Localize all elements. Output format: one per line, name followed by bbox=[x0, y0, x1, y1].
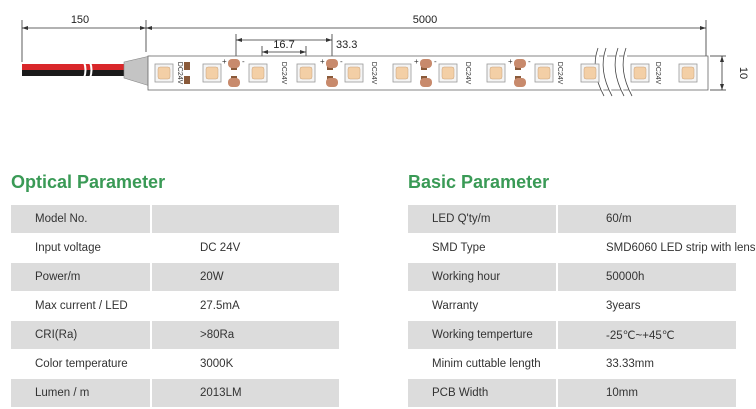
row-value: 2013LM bbox=[150, 378, 339, 408]
led-phosphor bbox=[205, 66, 219, 80]
connector-sleeve bbox=[123, 55, 151, 87]
led-phosphor bbox=[537, 66, 551, 80]
led-phosphor bbox=[157, 66, 171, 80]
solder-pad bbox=[228, 78, 240, 87]
row-label: Model No. bbox=[11, 205, 151, 234]
row-label: Color temperature bbox=[11, 349, 151, 379]
led-phosphor bbox=[299, 66, 313, 80]
polarity-minus: - bbox=[434, 57, 437, 66]
voltage-mark: DC24V bbox=[556, 62, 563, 85]
row-value bbox=[150, 205, 339, 234]
voltage-mark: DC24V bbox=[176, 62, 183, 85]
polarity-plus: + bbox=[320, 57, 325, 66]
row-label: Lumen / m bbox=[11, 378, 151, 408]
row-value: SMD6060 LED strip with lens bbox=[556, 233, 756, 263]
resistor bbox=[184, 76, 190, 84]
row-value: 20W bbox=[150, 262, 339, 292]
polarity-minus: - bbox=[340, 57, 343, 66]
polarity-plus: + bbox=[414, 57, 419, 66]
voltage-mark: DC24V bbox=[654, 62, 661, 85]
row-label: CRI(Ra) bbox=[11, 320, 151, 350]
row-label: Working temperture bbox=[408, 320, 557, 350]
row-label: SMD Type bbox=[408, 233, 557, 263]
red-wire bbox=[22, 64, 134, 70]
solder-pad bbox=[420, 59, 432, 68]
row-label: Max current / LED bbox=[11, 291, 151, 321]
led-phosphor bbox=[347, 66, 361, 80]
solder-pad bbox=[228, 59, 240, 68]
row-value: 33.33mm bbox=[556, 349, 736, 379]
solder-pad bbox=[514, 59, 526, 68]
row-value: DC 24V bbox=[150, 233, 339, 263]
row-label: PCB Width bbox=[408, 378, 557, 408]
row-label: Minim cuttable length bbox=[408, 349, 557, 379]
led-phosphor bbox=[489, 66, 503, 80]
row-value: 27.5mA bbox=[150, 291, 339, 321]
led-phosphor bbox=[583, 66, 597, 80]
row-label: Working hour bbox=[408, 262, 557, 292]
polarity-minus: - bbox=[528, 57, 531, 66]
row-value: 10mm bbox=[556, 378, 736, 408]
dim-strip-width: 10 bbox=[737, 67, 749, 79]
table-row: CRI(Ra)>80Ra bbox=[11, 320, 339, 350]
led-phosphor bbox=[395, 66, 409, 80]
dim-led-pitch: 16.7 bbox=[273, 39, 294, 51]
polarity-minus: - bbox=[242, 57, 245, 66]
dim-wire-length: 150 bbox=[71, 14, 89, 26]
solder-pad bbox=[420, 78, 432, 87]
voltage-mark: DC24V bbox=[464, 62, 471, 85]
basic-parameter-title: Basic Parameter bbox=[408, 172, 550, 192]
led-phosphor bbox=[251, 66, 265, 80]
row-value: 50000h bbox=[556, 262, 736, 292]
row-label: Power/m bbox=[11, 262, 151, 292]
row-value: 3000K bbox=[150, 349, 339, 379]
table-row: Model No. bbox=[11, 205, 339, 234]
solder-pad bbox=[326, 78, 338, 87]
row-value: 3years bbox=[556, 291, 736, 321]
led-phosphor bbox=[441, 66, 455, 80]
dim-segment-length: 33.3 bbox=[336, 39, 357, 51]
voltage-mark: DC24V bbox=[280, 62, 287, 85]
solder-pad bbox=[326, 59, 338, 68]
led-phosphor bbox=[681, 66, 695, 80]
row-value: 60/m bbox=[556, 205, 736, 234]
solder-pad bbox=[514, 78, 526, 87]
dim-total-length: 5000 bbox=[413, 14, 437, 26]
row-label: Warranty bbox=[408, 291, 557, 321]
polarity-plus: + bbox=[508, 57, 513, 66]
led-phosphor bbox=[633, 66, 647, 80]
row-value: -25℃~+45℃ bbox=[556, 320, 736, 350]
row-label: Input voltage bbox=[11, 233, 151, 263]
polarity-plus: + bbox=[222, 57, 227, 66]
led-strip-diagram: 150 5000 33.3 16.7 10 + - + - + - + - DC24V DC24V… bbox=[21, 14, 749, 97]
row-label: LED Q'ty/m bbox=[408, 205, 557, 234]
resistor bbox=[184, 62, 190, 70]
voltage-mark: DC24V bbox=[370, 62, 377, 85]
optical-parameter-title: Optical Parameter bbox=[11, 172, 166, 192]
table-row: Working temperture-25℃~+45℃ bbox=[408, 320, 736, 350]
row-value: >80Ra bbox=[150, 320, 339, 350]
black-wire bbox=[22, 70, 134, 76]
